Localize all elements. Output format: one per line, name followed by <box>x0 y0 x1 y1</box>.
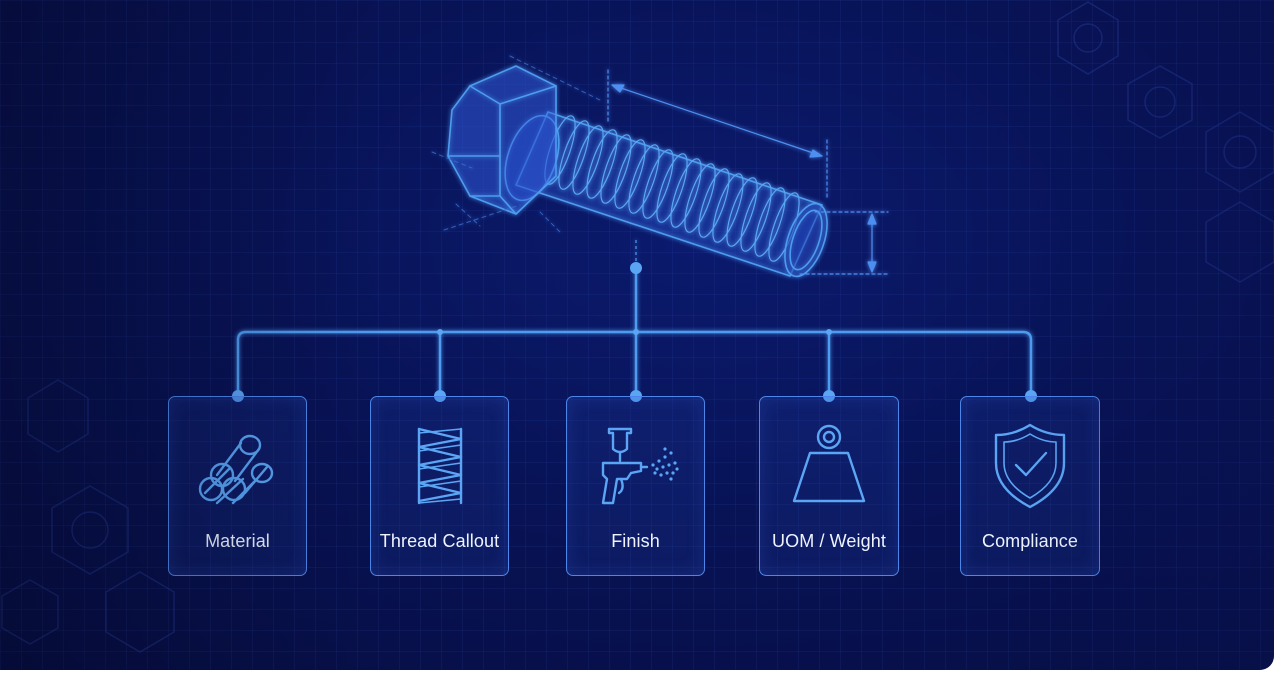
node-label: Compliance <box>981 531 1079 551</box>
node-uom-weight[interactable]: UOM / Weight <box>759 396 899 576</box>
node-finish[interactable]: Finish <box>566 396 705 576</box>
spray-gun-icon <box>601 427 679 505</box>
node-label: Material <box>205 531 270 551</box>
node-label: UOM / Weight <box>772 531 886 551</box>
thread-icon <box>417 427 462 505</box>
hex-bolt-icon <box>431 55 889 278</box>
node-compliance[interactable]: Compliance <box>960 396 1100 576</box>
node-thread-callout[interactable]: Thread Callout <box>370 396 509 576</box>
node-label: Finish <box>611 531 660 551</box>
background-hex-nuts <box>1 1 1274 653</box>
weight-icon <box>792 424 866 503</box>
node-label: Thread Callout <box>379 531 500 551</box>
shield-check-icon <box>994 423 1066 509</box>
material-bars-icon <box>198 434 273 505</box>
node-material[interactable]: Material <box>168 396 307 576</box>
